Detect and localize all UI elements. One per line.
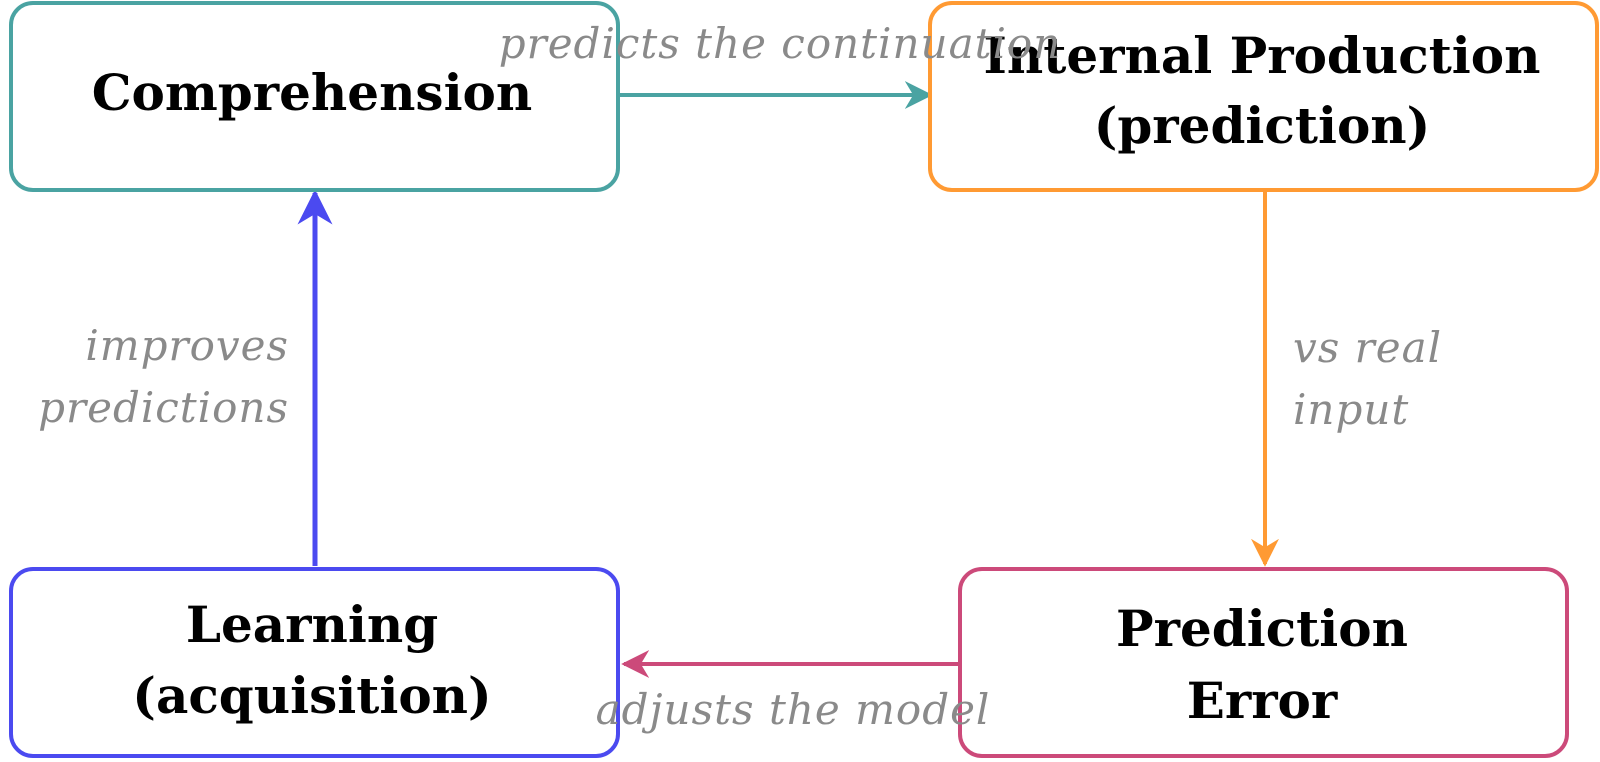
node-learning-title: Learning	[186, 595, 438, 654]
node-internal-production-subtitle: (prediction)	[1094, 96, 1431, 155]
edge-label-vs-real: vs real	[1293, 323, 1442, 372]
node-comprehension: Comprehension	[9, 1, 620, 192]
node-learning-subtitle: (acquisition)	[132, 666, 491, 725]
edge-label-predictions: predictions	[38, 383, 289, 432]
node-comprehension-title: Comprehension	[92, 63, 533, 122]
node-prediction-error-line1: Prediction	[1116, 599, 1408, 658]
edge-label-input: input	[1293, 385, 1409, 434]
node-prediction-error: Prediction Error	[958, 567, 1569, 758]
edge-label-predicts-the-continuation: predicts the continuation	[499, 19, 1062, 68]
edge-label-adjusts-the-model: adjusts the model	[596, 685, 991, 734]
node-prediction-error-line2: Error	[1187, 671, 1338, 730]
edge-label-improves: improves	[85, 321, 289, 370]
node-learning: Learning (acquisition)	[9, 567, 620, 758]
node-internal-production-title: Internal Production	[984, 26, 1541, 85]
node-internal-production: Internal Production (prediction)	[928, 1, 1599, 192]
